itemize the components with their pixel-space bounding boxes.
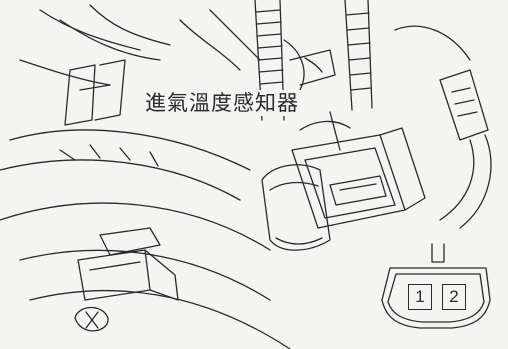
intake-air-temperature-sensor (261, 120, 426, 251)
side-connector (394, 25, 492, 229)
duct-clamp (77, 227, 179, 301)
harness-clip (283, 39, 336, 91)
cast-lettering (64, 59, 126, 126)
corrugated-harness-right (344, 0, 373, 111)
background-hoses (19, 4, 261, 86)
connector-pin-1: 1 (408, 284, 432, 310)
mounting-bolt (74, 306, 109, 332)
label-leader-line (329, 111, 341, 151)
intake-duct (0, 129, 291, 349)
connector-face-outline (381, 243, 491, 329)
sensor-label: 進氣溫度感知器 (142, 90, 302, 116)
connector-pin-2: 2 (442, 284, 466, 310)
